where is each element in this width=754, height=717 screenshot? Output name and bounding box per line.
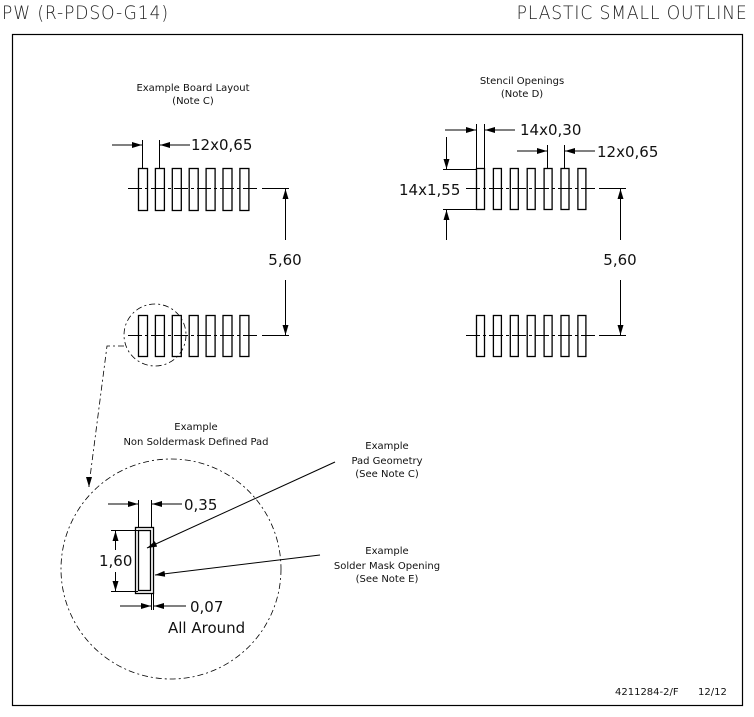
detail-leader-line (88, 345, 124, 486)
board-pitch-label: 12x0,65 (191, 136, 252, 154)
pad-length-dimension (111, 530, 138, 592)
solder-mask-callout-line2: Solder Mask Opening (334, 561, 440, 572)
stencil-row-spacing-label: 5,60 (603, 251, 636, 269)
board-pitch-dimension (112, 140, 190, 168)
detail-magnified-circle (60, 458, 282, 680)
pad-geometry-callout-line2: Pad Geometry (351, 456, 422, 467)
board-pad (171, 167, 182, 212)
stencil-length-label: 14x1,55 (399, 181, 460, 199)
pad-length-label: 1,60 (99, 552, 132, 570)
package-code-title: PW (R-PDSO-G14) (2, 2, 169, 24)
detail-title-line1: Example (174, 422, 217, 433)
drawing-frame (11, 33, 744, 707)
board-layout-note: (Note C) (172, 96, 214, 107)
pad-geometry-callout-line3: (See Note C) (355, 469, 419, 480)
drawing-number: 4211284-2/F (615, 687, 679, 698)
pad-width-label: 0,35 (184, 496, 217, 514)
stencil-width-dimension (445, 124, 515, 168)
clearance-note: All Around (168, 619, 245, 637)
clearance-dimension (120, 593, 186, 610)
stencil-pitch-dimension (517, 145, 595, 168)
board-pad (239, 167, 250, 212)
pad-geometry-leader (146, 461, 336, 549)
board-pad (137, 167, 149, 212)
stencil-width-label: 14x0,30 (520, 121, 581, 139)
board-row-spacing-label: 5,60 (268, 251, 301, 269)
pad-geometry-outline (137, 529, 152, 592)
clearance-label: 0,07 (190, 598, 223, 616)
pad-geometry-callout-line1: Example (365, 441, 408, 452)
package-type-title: PLASTIC SMALL OUTLINE (517, 2, 748, 24)
detail-reference-circle (123, 303, 187, 367)
stencil-length-dimension (443, 137, 476, 240)
stencil-pitch-label: 12x0,65 (597, 143, 658, 161)
stencil-note: (Note D) (501, 89, 543, 100)
board-pad (222, 167, 233, 212)
stencil-title: Stencil Openings (480, 76, 564, 87)
board-pad (205, 167, 216, 212)
board-top-pad-row (137, 167, 250, 212)
drawing-date: 12/12 (698, 687, 727, 698)
board-row-spacing-label-bg (262, 248, 310, 270)
pad-width-dimension (108, 500, 182, 527)
detail-title-line2: Non Soldermask Defined Pad (123, 437, 268, 448)
board-pad (154, 167, 166, 212)
solder-mask-callout-line3: (See Note E) (356, 574, 419, 585)
stencil-row-spacing-label-bg (597, 248, 645, 270)
solder-mask-leader (154, 554, 321, 577)
board-layout-title: Example Board Layout (136, 83, 249, 94)
solder-mask-callout-line1: Example (365, 546, 408, 557)
board-pad (188, 167, 199, 212)
